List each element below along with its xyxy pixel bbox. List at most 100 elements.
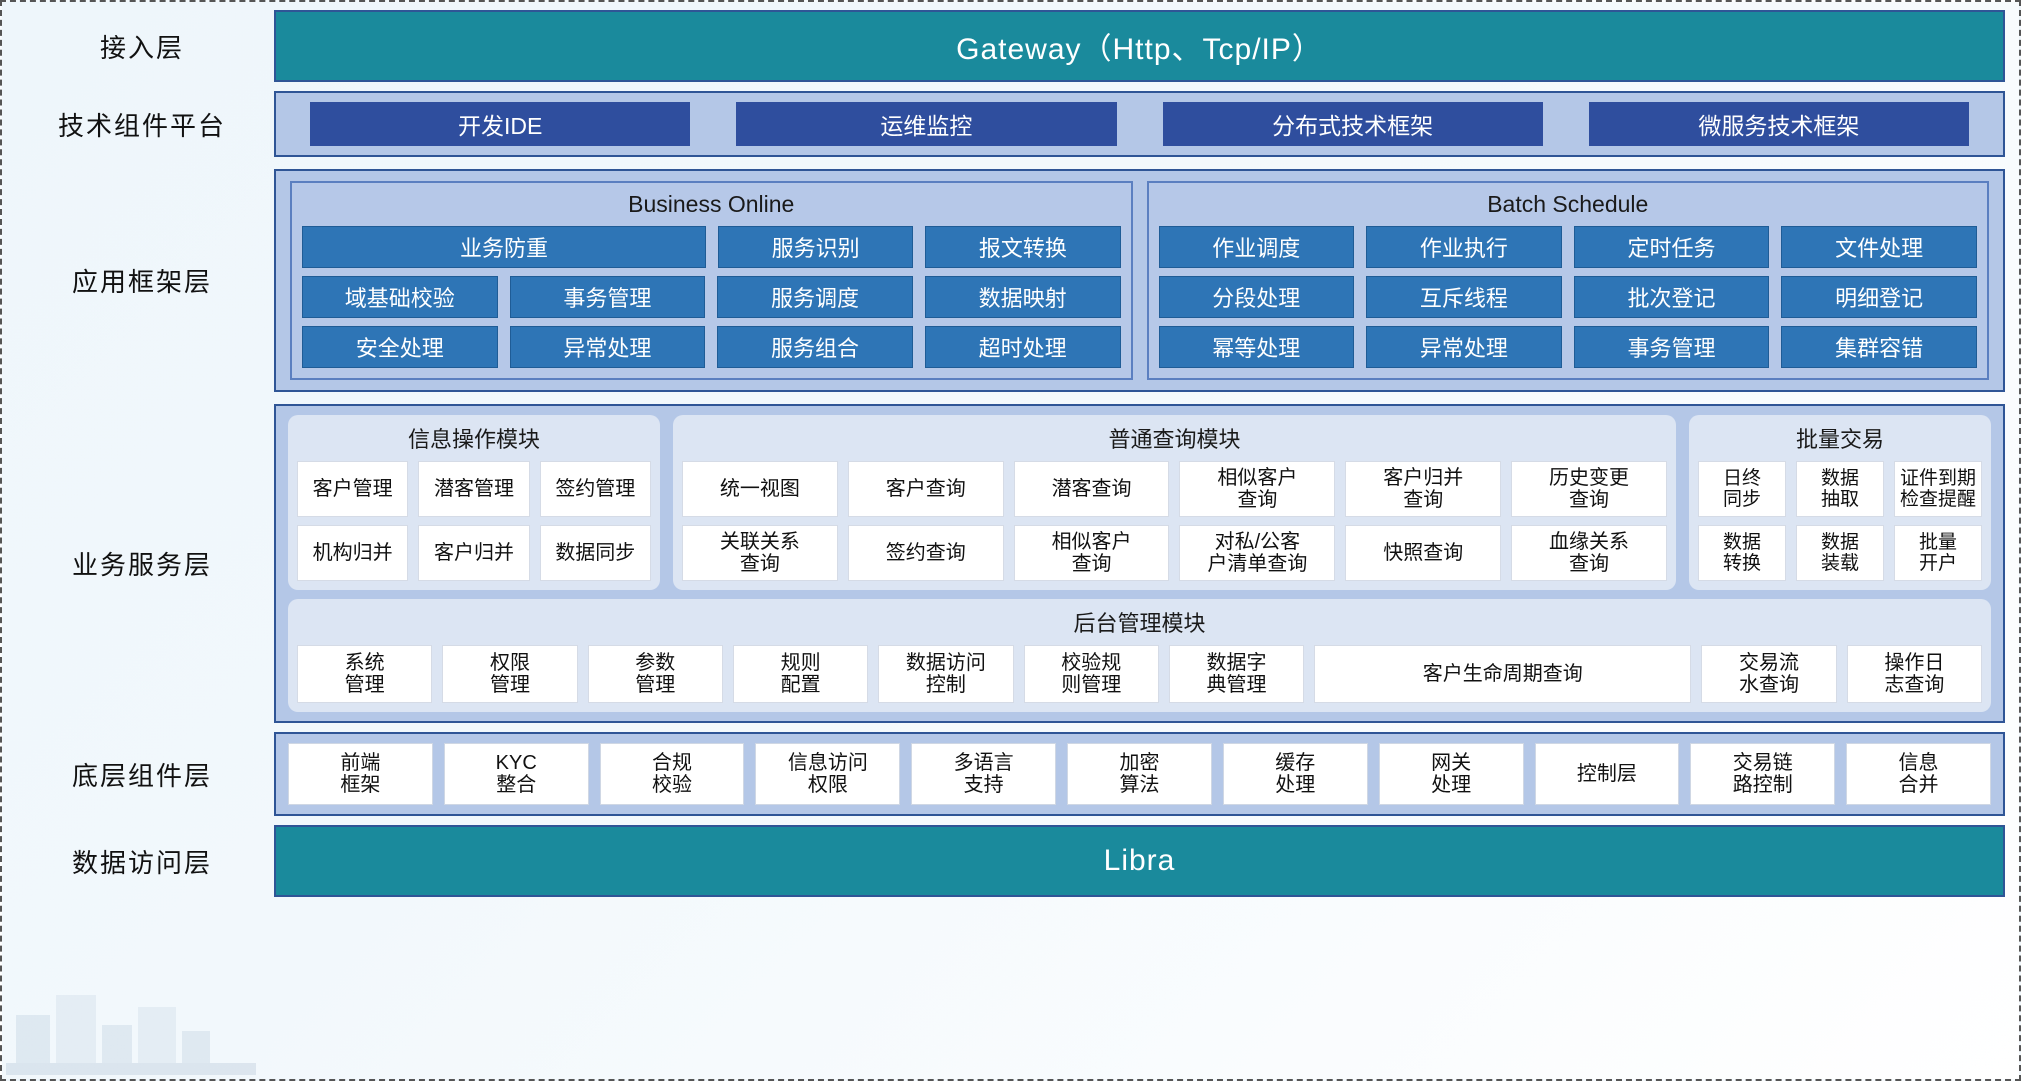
biz-cell-id-expiry-reminder[interactable]: 证件到期 检查提醒 bbox=[1894, 461, 1982, 517]
biz-group-title-backoffice: 后台管理模块 bbox=[1073, 611, 1206, 636]
app-row: 分段处理 互斥线程 批次登记 明细登记 bbox=[1158, 276, 1977, 318]
biz-cell-data-access-control[interactable]: 数据访问 控制 bbox=[878, 645, 1014, 703]
comp-cell-gateway-handling[interactable]: 网关 处理 bbox=[1378, 743, 1524, 805]
biz-cell-history-change-query[interactable]: 历史变更 查询 bbox=[1511, 461, 1667, 517]
tech-chip-ide[interactable]: 开发IDE bbox=[310, 102, 691, 146]
app-cell-data-mapping[interactable]: 数据映射 bbox=[924, 276, 1121, 318]
biz-row: 数据 转换 数据 装载 批量 开户 bbox=[1698, 525, 1982, 581]
layer-business-service: 业务服务层 信息操作模块 客户管理 潜客管理 签约管理 bbox=[16, 404, 2005, 723]
biz-cell-data-load[interactable]: 数据 装载 bbox=[1796, 525, 1884, 581]
app-cell-detail-registration[interactable]: 明细登记 bbox=[1781, 276, 1977, 318]
biz-row: 日终 同步 数据 抽取 证件到期 检查提醒 bbox=[1698, 461, 1982, 517]
app-row: 作业调度 作业执行 定时任务 文件处理 bbox=[1158, 226, 1977, 268]
biz-group-title-info-operations: 信息操作模块 bbox=[407, 427, 540, 452]
biz-row: 系统 管理 权限 管理 参数 管理 规则 配置 数据访问 控制 校验规 则管理 … bbox=[297, 645, 1983, 703]
comp-cell-frontend-framework[interactable]: 前端 框架 bbox=[288, 743, 433, 805]
biz-cell-system-mgmt[interactable]: 系统 管理 bbox=[297, 645, 433, 703]
biz-row: 机构归并 客户归并 数据同步 bbox=[297, 525, 651, 581]
biz-cell-prospect-query[interactable]: 潜客查询 bbox=[1013, 461, 1170, 517]
comp-cell-kyc-integration[interactable]: KYC 整合 bbox=[443, 743, 589, 805]
biz-cell-customer-merge-query[interactable]: 客户归并 查询 bbox=[1345, 461, 1502, 517]
biz-cell-parameter-mgmt[interactable]: 参数 管理 bbox=[587, 645, 723, 703]
comp-cell-compliance-check[interactable]: 合规 校验 bbox=[599, 743, 745, 805]
tech-chip-ops-monitor[interactable]: 运维监控 bbox=[736, 102, 1117, 146]
biz-cell-batch-account-open[interactable]: 批量 开户 bbox=[1894, 525, 1982, 581]
layer-component: 底层组件层 前端 框架 KYC 整合 合规 校验 信息访问 权限 多语言 支持 … bbox=[16, 732, 2005, 816]
app-cell-job-schedule[interactable]: 作业调度 bbox=[1158, 226, 1355, 268]
comp-cell-cache-handling[interactable]: 缓存 处理 bbox=[1222, 743, 1368, 805]
app-cell-cluster-fault-tolerance[interactable]: 集群容错 bbox=[1781, 326, 1977, 368]
app-cell-service-dispatch[interactable]: 服务调度 bbox=[717, 276, 913, 318]
biz-cell-customer-merge[interactable]: 客户归并 bbox=[418, 525, 530, 581]
biz-group-backoffice: 后台管理模块 系统 管理 权限 管理 参数 管理 规则 配置 数据访问 控制 校… bbox=[288, 599, 1991, 712]
biz-cell-similar-customer-query[interactable]: 相似客户 查询 bbox=[1179, 461, 1336, 517]
app-group-batch-schedule: Batch Schedule 作业调度 作业执行 定时任务 文件处理 分段处理 … bbox=[1146, 181, 1989, 380]
biz-cell-contract-query[interactable]: 签约查询 bbox=[847, 525, 1004, 581]
app-row: 幂等处理 异常处理 事务管理 集群容错 bbox=[1158, 326, 1977, 368]
app-cell-file-handling[interactable]: 文件处理 bbox=[1781, 226, 1977, 268]
app-row: 域基础校验 事务管理 服务调度 数据映射 bbox=[302, 276, 1121, 318]
app-cell-job-execute[interactable]: 作业执行 bbox=[1366, 226, 1562, 268]
comp-cell-control-layer[interactable]: 控制层 bbox=[1534, 743, 1680, 805]
app-cell-timeout-handling[interactable]: 超时处理 bbox=[924, 326, 1121, 368]
biz-cell-transaction-flow-query[interactable]: 交易流 水查询 bbox=[1701, 645, 1837, 703]
tech-chip-distributed-framework[interactable]: 分布式技术框架 bbox=[1162, 102, 1543, 146]
biz-cell-snapshot-query[interactable]: 快照查询 bbox=[1345, 525, 1502, 581]
app-cell-timed-task[interactable]: 定时任务 bbox=[1573, 226, 1770, 268]
tech-platform-panel: 开发IDE 运维监控 分布式技术框架 微服务技术框架 bbox=[274, 91, 2005, 157]
comp-cell-info-access-permission[interactable]: 信息访问 权限 bbox=[755, 743, 901, 805]
biz-cell-eod-sync[interactable]: 日终 同步 bbox=[1698, 461, 1786, 517]
biz-cell-similar-customer-query-2[interactable]: 相似客户 查询 bbox=[1013, 525, 1170, 581]
biz-cell-customer-lifecycle-query[interactable]: 客户生命周期查询 bbox=[1314, 645, 1692, 703]
biz-cell-rule-config[interactable]: 规则 配置 bbox=[732, 645, 869, 703]
comp-cell-encryption-algorithm[interactable]: 加密 算法 bbox=[1067, 743, 1212, 805]
app-cell-batch-exception-handling[interactable]: 异常处理 bbox=[1366, 326, 1562, 368]
biz-cell-permission-mgmt[interactable]: 权限 管理 bbox=[442, 645, 578, 703]
layer-label-business-service: 业务服务层 bbox=[71, 550, 212, 580]
biz-cell-data-transform[interactable]: 数据 转换 bbox=[1698, 525, 1786, 581]
app-row: 安全处理 异常处理 服务组合 超时处理 bbox=[302, 326, 1121, 368]
app-cell-exception-handling[interactable]: 异常处理 bbox=[509, 326, 706, 368]
building-decoration-icon bbox=[6, 995, 256, 1075]
layer-label-app-framework: 应用框架层 bbox=[71, 267, 212, 297]
biz-cell-org-merge[interactable]: 机构归并 bbox=[297, 525, 409, 581]
app-cell-transaction-mgmt[interactable]: 事务管理 bbox=[509, 276, 706, 318]
app-cell-batch-registration[interactable]: 批次登记 bbox=[1573, 276, 1770, 318]
biz-cell-lineage-query[interactable]: 血缘关系 查询 bbox=[1511, 525, 1667, 581]
app-cell-batch-transaction-mgmt[interactable]: 事务管理 bbox=[1573, 326, 1770, 368]
app-group-business-online: Business Online 业务防重 服务识别 报文转换 域基础校验 事务管… bbox=[290, 181, 1133, 380]
biz-cell-prospect-mgmt[interactable]: 潜客管理 bbox=[418, 461, 530, 517]
biz-cell-validation-rule-mgmt[interactable]: 校验规 则管理 bbox=[1023, 645, 1159, 703]
app-cell-business-dedup[interactable]: 业务防重 bbox=[302, 226, 706, 268]
biz-cell-data-dictionary-mgmt[interactable]: 数据字 典管理 bbox=[1168, 645, 1305, 703]
biz-cell-data-extract[interactable]: 数据 抽取 bbox=[1796, 461, 1884, 517]
component-layer-panel: 前端 框架 KYC 整合 合规 校验 信息访问 权限 多语言 支持 加密 算法 … bbox=[274, 732, 2005, 816]
biz-cell-retail-corporate-list-query[interactable]: 对私/公客 户清单查询 bbox=[1179, 525, 1336, 581]
comp-cell-transaction-chain-control[interactable]: 交易链 路控制 bbox=[1690, 743, 1836, 805]
comp-cell-multilanguage-support[interactable]: 多语言 支持 bbox=[911, 743, 1057, 805]
biz-cell-unified-view[interactable]: 统一视图 bbox=[682, 461, 838, 517]
app-cell-domain-base-validate[interactable]: 域基础校验 bbox=[302, 276, 498, 318]
business-service-panel: 信息操作模块 客户管理 潜客管理 签约管理 机构归并 客户归并 数据同步 bbox=[274, 404, 2005, 723]
app-cell-service-identify[interactable]: 服务识别 bbox=[717, 226, 914, 268]
app-cell-message-transform[interactable]: 报文转换 bbox=[925, 226, 1121, 268]
comp-cell-info-merge[interactable]: 信息 合并 bbox=[1846, 743, 1991, 805]
layer-data-access: 数据访问层 Libra bbox=[16, 825, 2005, 897]
layer-tech-platform: 技术组件平台 开发IDE 运维监控 分布式技术框架 微服务技术框架 bbox=[16, 91, 2005, 157]
biz-group-batch-transaction: 批量交易 日终 同步 数据 抽取 证件到期 检查提醒 数据 转换 数据 装载 批… bbox=[1689, 415, 1991, 590]
biz-cell-customer-mgmt[interactable]: 客户管理 bbox=[297, 461, 409, 517]
biz-cell-customer-query[interactable]: 客户查询 bbox=[847, 461, 1004, 517]
biz-cell-relation-query[interactable]: 关联关系 查询 bbox=[682, 525, 838, 581]
libra-bar[interactable]: Libra bbox=[274, 825, 2005, 897]
tech-chip-microservice-framework[interactable]: 微服务技术框架 bbox=[1588, 102, 1969, 146]
app-cell-segment-processing[interactable]: 分段处理 bbox=[1158, 276, 1355, 318]
app-cell-security-handling[interactable]: 安全处理 bbox=[302, 326, 498, 368]
biz-cell-contract-mgmt[interactable]: 签约管理 bbox=[539, 461, 651, 517]
biz-cell-data-sync[interactable]: 数据同步 bbox=[539, 525, 651, 581]
gateway-bar[interactable]: Gateway（Http、Tcp/IP） bbox=[274, 10, 2005, 82]
app-cell-idempotent-handling[interactable]: 幂等处理 bbox=[1158, 326, 1355, 368]
biz-cell-operation-log-query[interactable]: 操作日 志查询 bbox=[1846, 645, 1983, 703]
app-cell-service-composition[interactable]: 服务组合 bbox=[717, 326, 913, 368]
app-cell-mutex-thread[interactable]: 互斥线程 bbox=[1366, 276, 1562, 318]
